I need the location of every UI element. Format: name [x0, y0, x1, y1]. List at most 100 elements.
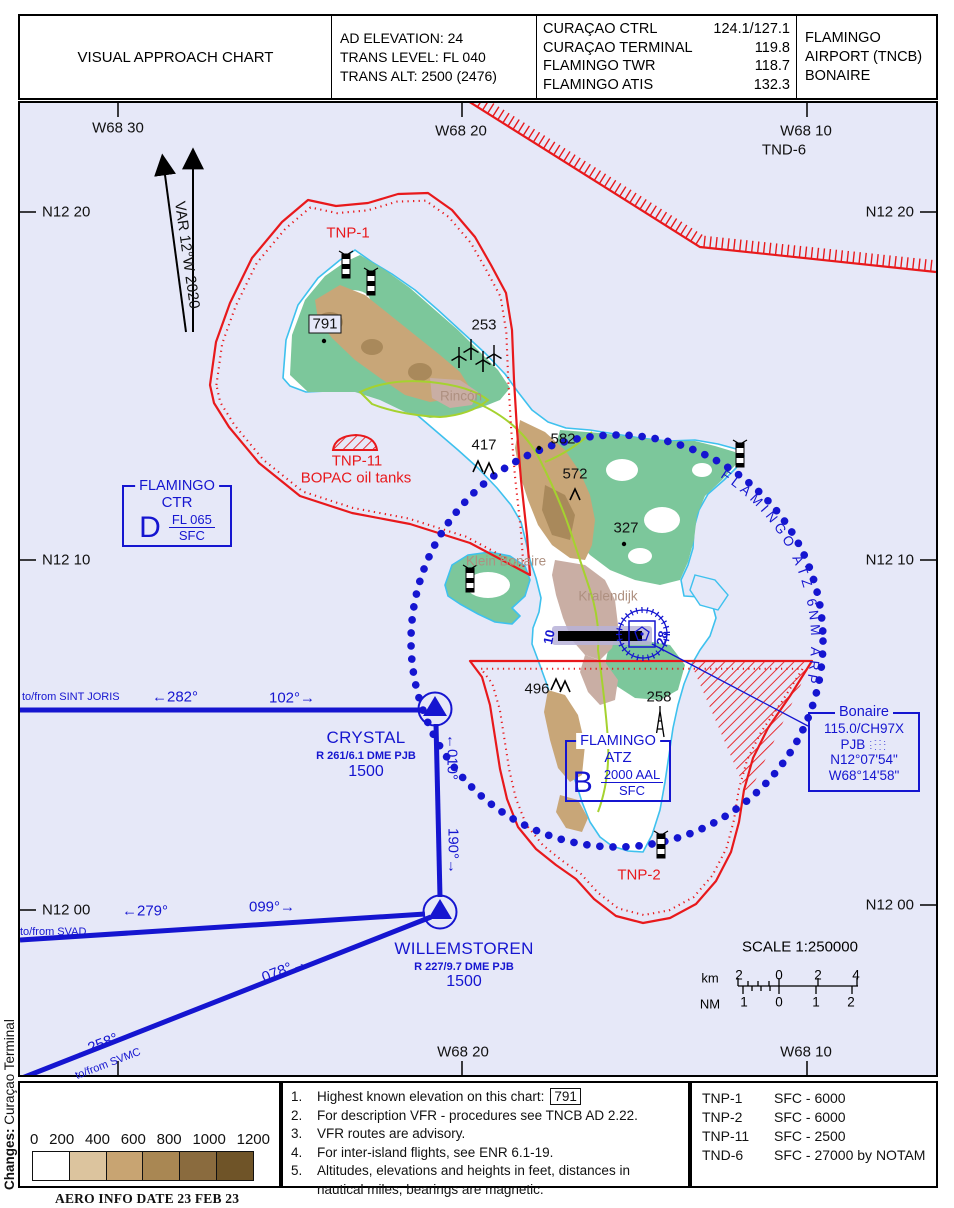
- chart-notes-box: 1. Highest known elevation on this chart…: [281, 1081, 690, 1197]
- island-bonaire: [282, 249, 745, 853]
- graticule-label-w6810-bottom: W68 10: [780, 1043, 832, 1061]
- route-sint-joris-label: to/from SINT JORIS: [22, 691, 120, 703]
- note-row: 1. Highest known elevation on this chart…: [291, 1088, 680, 1107]
- note-text: For description VFR - procedures see TNC…: [317, 1107, 638, 1123]
- tnp-name: TNP-1: [702, 1090, 743, 1106]
- tnp2-label: TNP-2: [617, 866, 661, 884]
- legend-value: 0: [30, 1131, 39, 1148]
- town-kralendijk: Kralendijk: [578, 588, 638, 604]
- scale-km-tick: 4: [852, 967, 860, 983]
- scale-nm-tick: 0: [775, 994, 783, 1010]
- note-row: 4. For inter-island flights, see ENR 6.1…: [291, 1144, 680, 1163]
- route-svad-label: to/from SVAD: [20, 926, 87, 938]
- trans-alt: TRANS ALT: 2500 (2476): [340, 67, 497, 84]
- elevation-legend-box: 0 200 400 600 800 1000 1200: [18, 1081, 281, 1188]
- legend-swatch: [32, 1151, 71, 1181]
- atz-lower-limit: SFC: [619, 783, 645, 798]
- tnd6-label: TND-6: [761, 141, 807, 159]
- legend-value: 1000: [192, 1131, 226, 1148]
- obstacle-symbols: [321, 250, 748, 859]
- changes-label: Changes:: [2, 1128, 17, 1190]
- legend-swatch: [68, 1151, 108, 1181]
- note-number: 1.: [291, 1089, 303, 1104]
- navaid-box-title: Bonaire: [835, 704, 893, 721]
- elevation-327: 327: [613, 519, 639, 537]
- vor-compass-rose: [616, 607, 670, 661]
- elevation-582: 582: [550, 430, 576, 448]
- airport-name-line: AIRPORT (TNCB): [805, 48, 923, 65]
- graticule-label-n1200-right: N12 00: [865, 896, 914, 914]
- navaid-info-box: Bonaire 115.0/CH97X PJB .--. .--- -... N…: [808, 704, 920, 792]
- elevation-253: 253: [471, 316, 497, 334]
- runway-10-label: 10: [540, 628, 558, 646]
- waypoint-crystal-name: CRYSTAL: [326, 728, 406, 747]
- atz-circle: [407, 431, 827, 851]
- ctr-upper-limit: FL 065: [168, 512, 215, 528]
- waypoint-crystal-altitude: 1500: [348, 763, 384, 780]
- note-row: 2. For description VFR - procedures see …: [291, 1107, 680, 1126]
- legend-swatch: [179, 1151, 218, 1181]
- chart-title-cell: VISUAL APPROACH CHART: [20, 16, 332, 98]
- route-010-label: ←010°: [443, 733, 461, 781]
- scale-km-tick: 2: [814, 967, 822, 983]
- changes-value: Curaçao Terminal: [2, 1019, 17, 1129]
- legend-value: 600: [120, 1131, 146, 1148]
- trans-level: TRANS LEVEL: FL 040: [340, 48, 486, 65]
- atz-box-title: FLAMINGO: [576, 733, 660, 749]
- elevation-417: 417: [471, 436, 497, 454]
- scale-nm-tick: 1: [740, 994, 748, 1010]
- tnp11-label: TNP-11: [331, 452, 383, 470]
- waypoint-willemstoren-name: WILLEMSTOREN: [394, 939, 534, 958]
- legend-value: 800: [156, 1131, 182, 1148]
- waypoint-crystal: [417, 691, 453, 727]
- airspace-tnp11-area: [331, 433, 379, 451]
- route-099-label: 099°→: [248, 898, 296, 916]
- note-number: 3.: [291, 1126, 303, 1141]
- waypoint-willemstoren-altitude: 1500: [446, 973, 482, 990]
- note-text: VFR routes are advisory.: [317, 1126, 466, 1141]
- freq-value: 132.3: [753, 76, 790, 93]
- graticule-label-n1220-left: N12 20: [42, 203, 91, 221]
- route-102-label: 102°→: [268, 689, 316, 707]
- airspace-tnp2-boundary: [468, 659, 814, 925]
- navaid-leader-line: [651, 643, 809, 727]
- scale-km-label: km: [701, 970, 719, 986]
- navaid-ident-row: PJB .--. .--- -...: [810, 737, 918, 753]
- waypoint-willemstoren: [422, 894, 458, 930]
- tnp-name: TNP-2: [702, 1109, 743, 1125]
- waypoint-crystal-radial: R 261/6.1 DME PJB: [316, 750, 416, 762]
- chart-header: VISUAL APPROACH CHART AD ELEVATION: 24 T…: [18, 14, 938, 100]
- airport-name-cell: FLAMINGO AIRPORT (TNCB) BONAIRE: [797, 16, 936, 98]
- graticule-label-n1220-right: N12 20: [865, 203, 914, 221]
- legend-value: 400: [84, 1131, 110, 1148]
- highest-elevation-value: 791: [308, 314, 342, 334]
- note-highest-elevation-value: 791: [550, 1088, 581, 1105]
- highest-elevation-label: 791: [308, 314, 342, 334]
- freq-value: 124.1/127.1: [713, 21, 790, 37]
- ctr-box-title: FLAMINGO: [135, 478, 219, 494]
- note-number: 2.: [291, 1107, 303, 1123]
- route-282-label: ←282°: [151, 688, 199, 706]
- navaid-morse-code: .--. .--- -...: [869, 736, 888, 752]
- note-text: For inter-island flights, see ENR 6.1-19…: [317, 1144, 554, 1160]
- note-row: 5. Altitudes, elevations and heights in …: [291, 1162, 680, 1199]
- elevation-legend-swatches: [32, 1151, 262, 1181]
- route-279-label: ←279°: [121, 902, 169, 920]
- legend-value: 1200: [236, 1131, 270, 1148]
- freq-value: 118.7: [754, 58, 790, 74]
- tnp-row: TNP-2 SFC - 6000: [702, 1108, 936, 1127]
- tnp-limits: SFC - 27000 by NOTAM: [774, 1147, 926, 1163]
- graticule-label-n1210-left: N12 10: [42, 551, 91, 569]
- scale-bar: [737, 978, 858, 994]
- scale-km-tick: 2: [735, 967, 743, 983]
- tnp-limits: SFC - 6000: [774, 1109, 846, 1125]
- navaid-ident: PJB: [840, 736, 866, 752]
- aerodrome-info-cell: AD ELEVATION: 24 TRANS LEVEL: FL 040 TRA…: [332, 16, 537, 98]
- freq-value: 119.8: [754, 39, 790, 56]
- legend-value: 200: [49, 1131, 75, 1148]
- note-text: Highest known elevation on this chart:79…: [317, 1088, 680, 1107]
